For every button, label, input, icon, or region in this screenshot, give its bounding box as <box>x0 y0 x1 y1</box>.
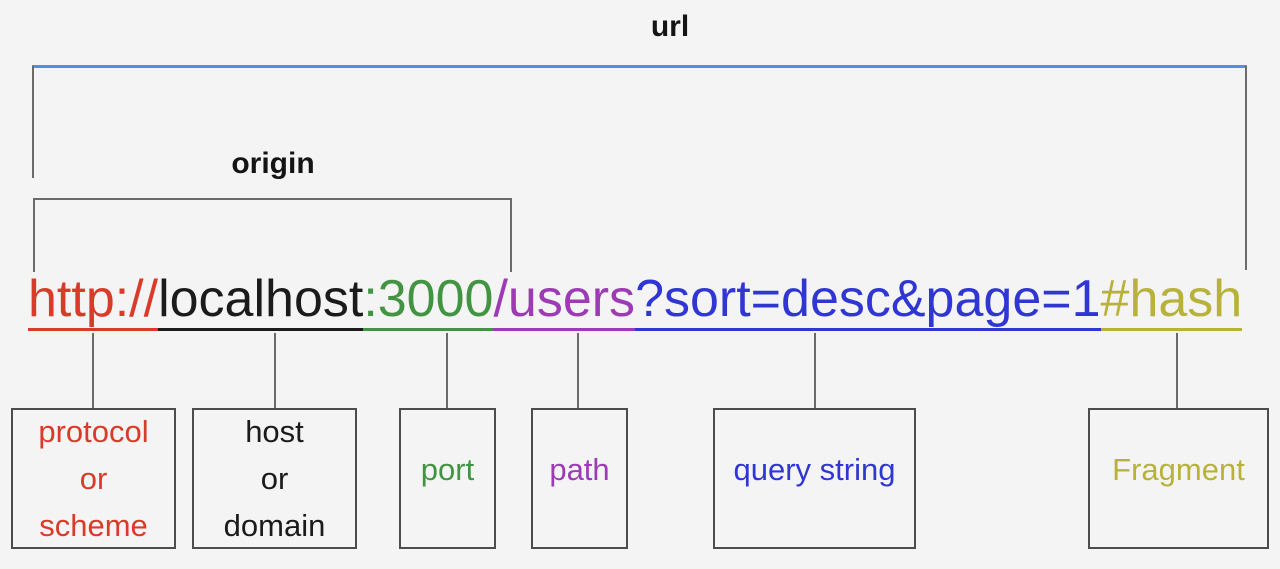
url-label: url <box>650 10 690 43</box>
connector-path <box>577 333 579 408</box>
origin-bracket-right-tick <box>510 198 512 272</box>
box-host: host or domain <box>192 408 357 549</box>
connector-port <box>446 333 448 408</box>
box-label-line: host <box>245 414 304 449</box>
box-label-line: or <box>260 461 289 496</box>
origin-bracket-line <box>33 198 512 200</box>
url-text-row: http://localhost:3000/users?sort=desc&pa… <box>28 270 1243 331</box>
box-query: query string <box>713 408 916 549</box>
url-bracket-line <box>32 65 1247 68</box>
connector-query <box>814 333 816 408</box>
origin-bracket-left-tick <box>33 198 35 272</box>
box-label-line: domain <box>223 508 326 543</box>
url-bracket-right-tick <box>1245 66 1247 270</box>
box-label-line: Fragment <box>1112 452 1245 487</box>
connector-host <box>274 333 276 408</box>
url-segment-path: /users <box>493 270 636 331</box>
url-bracket-left-tick <box>32 66 34 178</box>
origin-label: origin <box>231 147 315 180</box>
box-label-line: or <box>79 461 108 496</box>
box-port: port <box>399 408 496 549</box>
url-segment-fragment: #hash <box>1100 270 1243 331</box>
box-label-line: scheme <box>39 508 148 543</box>
box-label-line: path <box>549 452 610 487</box>
box-label-line: port <box>420 452 475 487</box>
url-segment-protocol: http:// <box>28 270 159 331</box>
box-label-line: protocol <box>38 414 149 449</box>
box-label-line: query string <box>733 452 896 487</box>
url-segment-host: localhost <box>158 270 364 331</box>
box-fragment: Fragment <box>1088 408 1269 549</box>
url-segment-port: :3000 <box>363 270 494 331</box>
box-protocol: protocol or scheme <box>11 408 176 549</box>
url-segment-query: ?sort=desc&page=1 <box>635 270 1101 331</box>
connector-fragment <box>1176 333 1178 408</box>
connector-protocol <box>92 333 94 408</box>
box-path: path <box>531 408 628 549</box>
